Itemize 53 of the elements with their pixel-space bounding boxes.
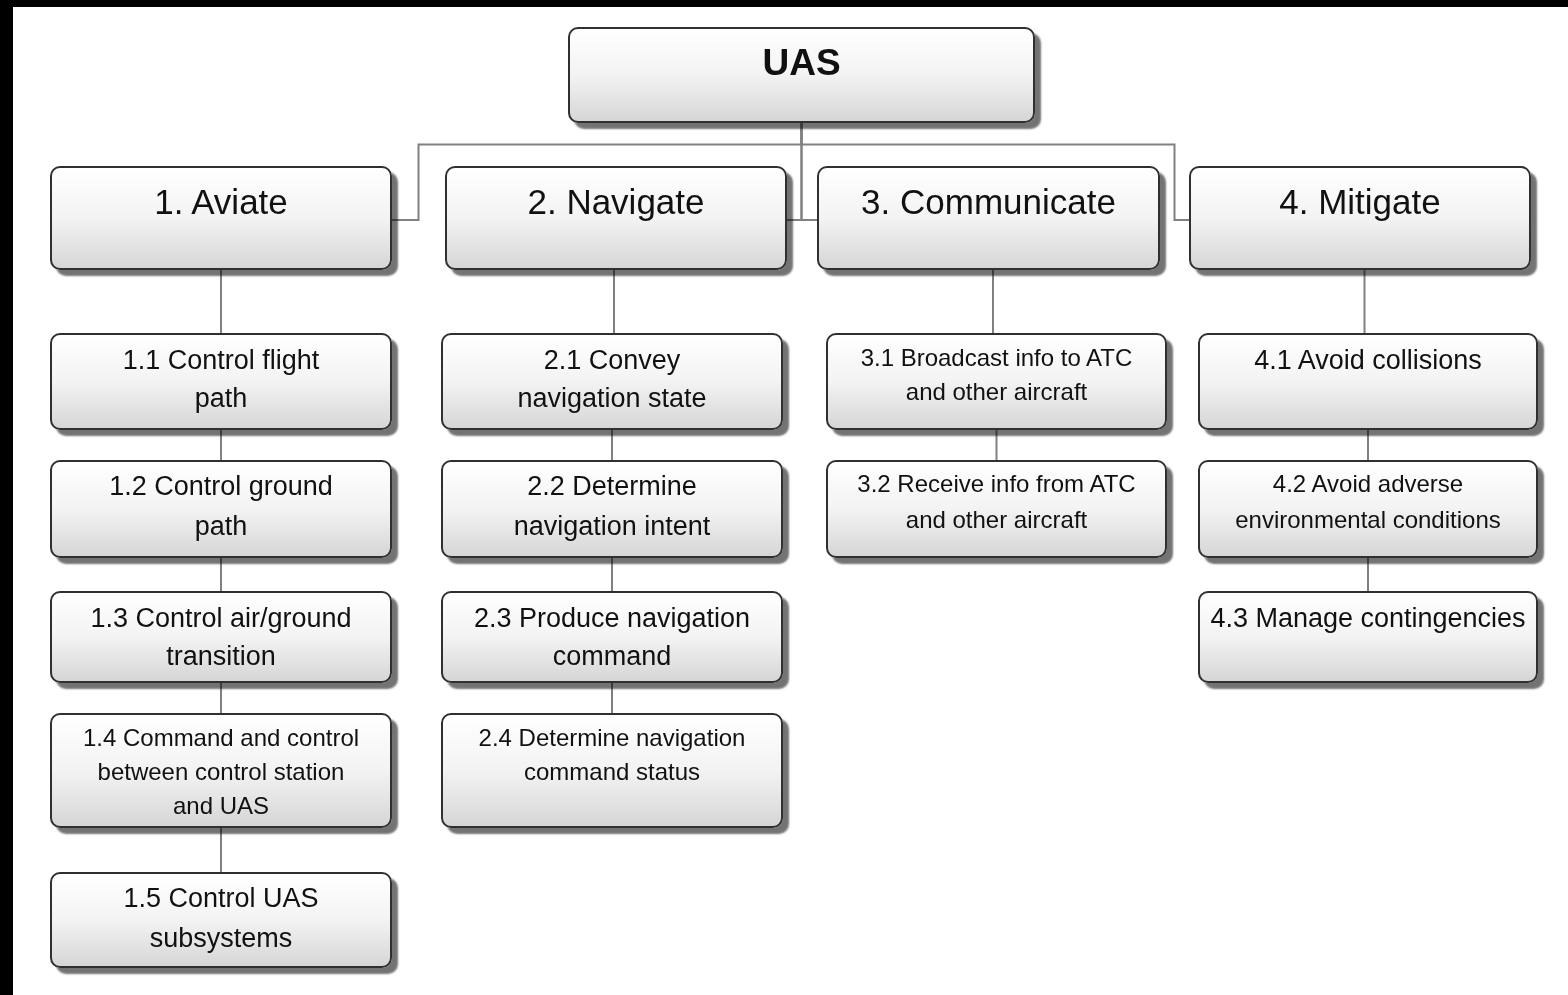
box-label: 2.3 Produce navigation command bbox=[472, 602, 752, 673]
process-box bbox=[50, 713, 392, 828]
process-box bbox=[441, 333, 783, 430]
process-box bbox=[50, 460, 392, 558]
connector-line bbox=[220, 827, 222, 873]
connector-line bbox=[611, 682, 613, 714]
box-label: 3.2 Receive info from ATC and other aircraft bbox=[856, 469, 1137, 535]
box-label: 2.4 Determine navigation command status bbox=[477, 723, 747, 787]
box-label: 4.2 Avoid adverse environmental conditions bbox=[1234, 469, 1502, 535]
process-box bbox=[817, 166, 1160, 270]
process-box bbox=[1198, 591, 1538, 683]
box-label: 1.1 Control flight path bbox=[121, 344, 321, 415]
connector-line bbox=[611, 557, 613, 592]
box-label: 1.3 Control air/ground transition bbox=[89, 602, 353, 673]
connector-line bbox=[220, 557, 222, 592]
connector-line bbox=[611, 429, 613, 461]
box-label: 3.1 Broadcast info to ATC and other aircraft bbox=[859, 343, 1134, 407]
box-label: 1.4 Command and control between control station and UAS bbox=[81, 723, 361, 821]
connector-line bbox=[220, 682, 222, 714]
connector-line bbox=[1363, 269, 1366, 334]
process-box bbox=[441, 460, 783, 558]
process-box bbox=[50, 872, 392, 968]
connector-line bbox=[992, 269, 994, 334]
box-label: 4.3 Manage contingencies bbox=[1209, 602, 1527, 635]
process-box bbox=[568, 27, 1035, 123]
process-box bbox=[50, 591, 392, 683]
connector-line bbox=[1367, 429, 1369, 461]
process-box bbox=[50, 333, 392, 430]
box-label: 4. Mitigate bbox=[1278, 181, 1442, 223]
process-box bbox=[50, 166, 392, 270]
box-label: 4.1 Avoid collisions bbox=[1253, 344, 1483, 377]
connector-line bbox=[995, 429, 998, 461]
connector-line bbox=[613, 269, 615, 334]
connector-line bbox=[220, 429, 222, 461]
process-box bbox=[1189, 166, 1531, 270]
box-label: 3. Communicate bbox=[860, 181, 1117, 223]
process-box bbox=[826, 333, 1167, 430]
process-box bbox=[1198, 333, 1538, 430]
box-label: 2.2 Determine navigation intent bbox=[512, 470, 712, 543]
process-box bbox=[441, 591, 783, 683]
process-box bbox=[445, 166, 787, 270]
box-label: 1.5 Control UAS subsystems bbox=[122, 882, 320, 955]
connector-line bbox=[220, 269, 222, 334]
box-label: 2. Navigate bbox=[526, 181, 706, 223]
box-label: 2.1 Convey navigation state bbox=[516, 344, 708, 415]
connector-line bbox=[800, 122, 1190, 221]
process-box bbox=[1198, 460, 1538, 558]
process-box bbox=[441, 713, 783, 828]
connector-line bbox=[1367, 557, 1369, 592]
process-box bbox=[826, 460, 1167, 558]
box-label: UAS bbox=[761, 41, 842, 85]
box-label: 1.2 Control ground path bbox=[108, 470, 334, 543]
box-label: 1. Aviate bbox=[153, 181, 289, 223]
